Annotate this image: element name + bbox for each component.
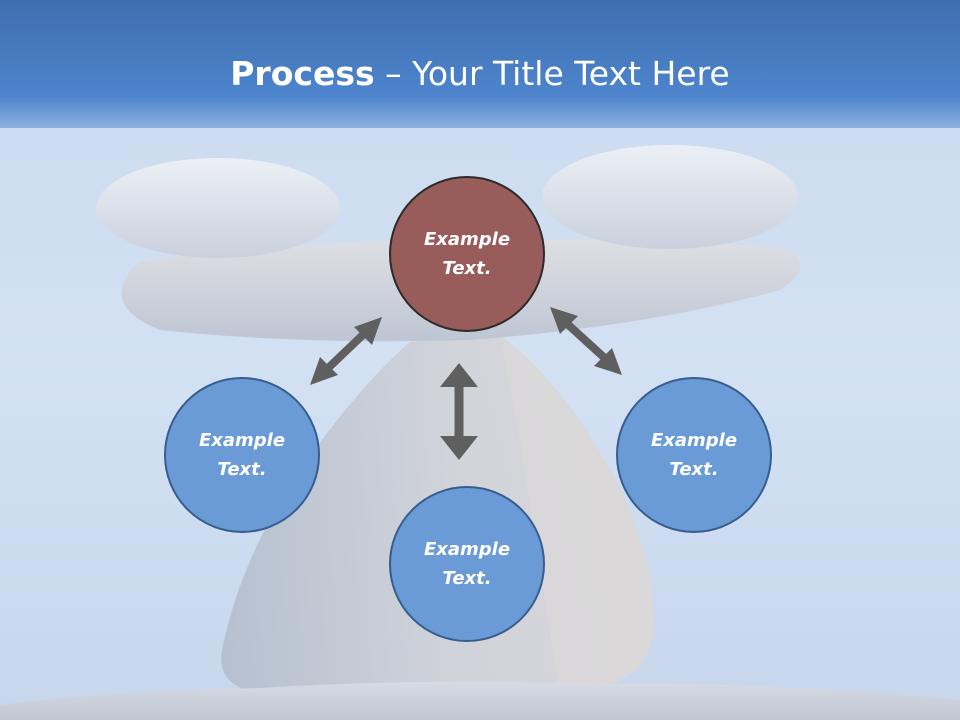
title-bar [0, 0, 960, 128]
right-node-line1: Example [650, 430, 738, 451]
left-node-text: Example Text. [187, 426, 297, 484]
center-node-text: Example Text. [412, 225, 522, 283]
bottom-node-circle[interactable]: Example Text. [389, 486, 545, 642]
left-node-line2: Text. [217, 459, 267, 480]
bottom-node-line1: Example [423, 539, 511, 560]
right-node-circle[interactable]: Example Text. [616, 377, 772, 533]
right-node-text: Example Text. [639, 426, 749, 484]
double-arrow-vertical-icon [440, 363, 478, 460]
left-node-circle[interactable]: Example Text. [164, 377, 320, 533]
bottom-node-text: Example Text. [412, 535, 522, 593]
center-node-circle[interactable]: Example Text. [389, 176, 545, 332]
double-arrow-left-icon [310, 317, 382, 385]
bottom-node-line2: Text. [442, 568, 492, 589]
right-node-line2: Text. [669, 459, 719, 480]
center-node-line1: Example [423, 229, 511, 250]
left-node-line1: Example [198, 430, 286, 451]
title-rest: – Your Title Text Here [374, 54, 730, 93]
double-arrow-right-icon [550, 307, 622, 375]
slide-title[interactable]: Process – Your Title Text Here [0, 52, 960, 96]
center-node-line2: Text. [442, 258, 492, 279]
title-bold: Process [230, 54, 375, 93]
